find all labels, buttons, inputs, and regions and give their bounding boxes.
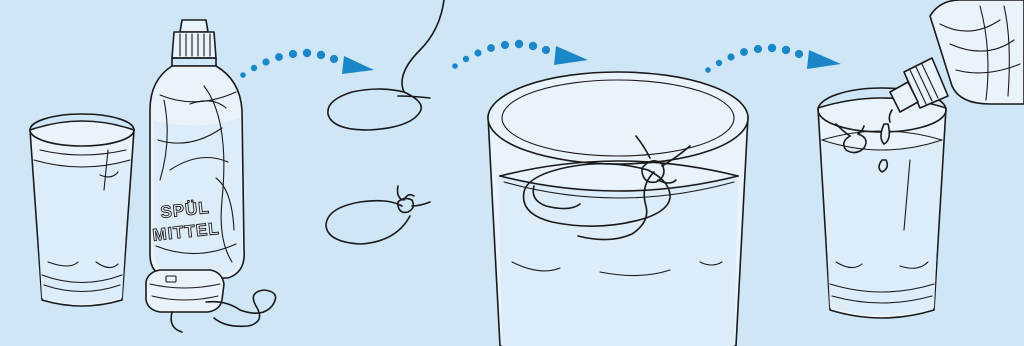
soap-drop [881,124,889,144]
glass-with-soap-drop [818,88,946,318]
bottle-cap [172,32,216,58]
bottle-nozzle [180,20,208,32]
glass-with-thread-loop [488,72,748,346]
glass-of-water [30,114,134,306]
